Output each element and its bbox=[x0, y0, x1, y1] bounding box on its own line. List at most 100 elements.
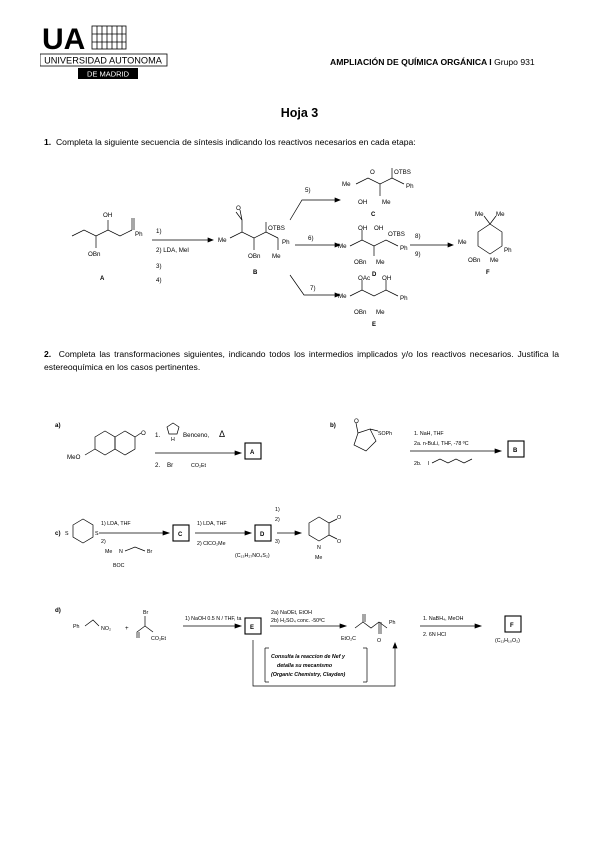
svg-text:OH: OH bbox=[358, 199, 367, 206]
svg-text:OTBS: OTBS bbox=[388, 231, 405, 238]
svg-text:2): 2) bbox=[275, 517, 280, 523]
svg-text:OAc: OAc bbox=[358, 275, 370, 282]
svg-text:2) LDA, MeI: 2) LDA, MeI bbox=[156, 247, 189, 254]
svg-text:S: S bbox=[95, 531, 99, 537]
svg-text:Me: Me bbox=[272, 253, 281, 260]
box-d: D bbox=[260, 532, 265, 538]
svg-text:9): 9) bbox=[415, 251, 421, 258]
compound-c-label: C bbox=[371, 212, 376, 218]
svg-text:CO₂Et: CO₂Et bbox=[151, 636, 167, 642]
page-title: Hoja 3 bbox=[280, 106, 319, 120]
scheme-2d: d) Ph NO₂ + Br CO₂Et 1) NaOH 0.5 N / THF… bbox=[55, 607, 522, 687]
svg-text:c): c) bbox=[55, 530, 61, 537]
svg-text:7): 7) bbox=[310, 285, 316, 292]
svg-text:Me: Me bbox=[218, 237, 227, 244]
box-e: E bbox=[250, 625, 254, 631]
logo-name: UNIVERSIDAD AUTONOMA bbox=[44, 56, 163, 66]
question-1: 1. Completa la siguiente secuencia de sí… bbox=[44, 136, 564, 149]
svg-text:N: N bbox=[119, 549, 123, 555]
compound-a-label: A bbox=[100, 276, 105, 282]
svg-text:EtO₂C: EtO₂C bbox=[341, 636, 356, 642]
svg-text:CO₂Et: CO₂Et bbox=[191, 463, 207, 469]
course-name: AMPLIACIÓN DE QUÍMICA ORGÁNICA I bbox=[330, 57, 492, 67]
svg-text:Me: Me bbox=[490, 257, 499, 264]
svg-text:Ph: Ph bbox=[406, 183, 414, 190]
svg-text:Ph: Ph bbox=[400, 245, 408, 252]
svg-text:Me: Me bbox=[496, 211, 505, 218]
svg-text:1. NaBH₄, MeOH: 1. NaBH₄, MeOH bbox=[423, 616, 464, 622]
svg-text:Consulta la reaccion de Nef y: Consulta la reaccion de Nef y bbox=[271, 654, 346, 660]
svg-text:Me: Me bbox=[376, 309, 385, 316]
svg-text:8): 8) bbox=[415, 233, 421, 240]
logo-ua: UA bbox=[42, 23, 85, 56]
svg-text:Ph: Ph bbox=[282, 239, 290, 246]
compound-f-label: F bbox=[486, 270, 490, 276]
svg-text:O: O bbox=[370, 169, 375, 176]
svg-text:1): 1) bbox=[275, 507, 280, 513]
svg-text:O: O bbox=[141, 430, 146, 437]
svg-text:BOC: BOC bbox=[113, 563, 125, 569]
compound-b-structure bbox=[229, 209, 279, 250]
svg-text:2b.: 2b. bbox=[414, 461, 421, 467]
scheme-2c: c) S S 1) LDA, THF 2) Me N Br BOC C 1) L… bbox=[55, 507, 341, 569]
svg-text:N: N bbox=[317, 545, 321, 551]
scheme-2a: a) O MeO 1. H Benceno, Δ 2. Br CO₂Et A bbox=[55, 422, 262, 469]
course-title: AMPLIACIÓN DE QUÍMICA ORGÁNICA I Grupo 9… bbox=[330, 57, 535, 67]
svg-text:2.: 2. bbox=[155, 462, 160, 469]
svg-text:3): 3) bbox=[156, 263, 162, 270]
box-b: B bbox=[513, 448, 518, 454]
svg-text:Me: Me bbox=[458, 239, 467, 246]
svg-text:Benceno,: Benceno, bbox=[183, 432, 209, 439]
svg-text:OH: OH bbox=[103, 212, 112, 219]
svg-text:3): 3) bbox=[275, 539, 280, 545]
svg-text:1) LDA, THF: 1) LDA, THF bbox=[197, 521, 227, 527]
svg-text:OH: OH bbox=[382, 275, 391, 282]
scheme-1: OH Ph OBn A 1) 2) LDA, MeI 3) 4) O Me OT… bbox=[71, 168, 512, 328]
svg-text:1) LDA, THF: 1) LDA, THF bbox=[101, 521, 131, 527]
compound-d-label: D bbox=[372, 272, 377, 278]
svg-text:Me: Me bbox=[105, 549, 112, 555]
box-c: C bbox=[178, 532, 183, 538]
box-a: A bbox=[250, 450, 255, 456]
svg-text:Me: Me bbox=[376, 259, 385, 266]
svg-text:2a. n-BuLi, THF, -78 ºC: 2a. n-BuLi, THF, -78 ºC bbox=[414, 441, 469, 447]
svg-text:Me: Me bbox=[338, 243, 347, 250]
svg-text:O: O bbox=[236, 205, 241, 212]
svg-text:(C₁₃H₂₇NO₄S₂): (C₁₃H₂₇NO₄S₂) bbox=[235, 553, 270, 559]
svg-text:5): 5) bbox=[305, 187, 311, 194]
svg-text:I: I bbox=[428, 461, 429, 467]
svg-text:(Organic Chemistry, Clayden): (Organic Chemistry, Clayden) bbox=[271, 672, 346, 678]
svg-text:Me: Me bbox=[342, 181, 351, 188]
svg-text:d): d) bbox=[55, 607, 61, 614]
svg-text:OTBS: OTBS bbox=[394, 169, 411, 176]
svg-text:OTBS: OTBS bbox=[268, 225, 285, 232]
logo-tower-icon bbox=[91, 25, 127, 50]
svg-text:2): 2) bbox=[101, 539, 106, 545]
compound-b-label: B bbox=[253, 270, 258, 276]
box-f: F bbox=[510, 623, 514, 629]
svg-text:O: O bbox=[337, 515, 341, 521]
svg-text:Δ: Δ bbox=[219, 429, 225, 439]
question-2-text: Completa las transformaciones siguientes… bbox=[44, 349, 559, 372]
svg-text:1. NaH, THF: 1. NaH, THF bbox=[414, 431, 444, 437]
svg-text:NO₂: NO₂ bbox=[101, 626, 111, 632]
svg-text:OH: OH bbox=[374, 225, 383, 232]
svg-text:Ph: Ph bbox=[504, 247, 512, 254]
svg-text:1) NaOH 0.5 N / THF, ta: 1) NaOH 0.5 N / THF, ta bbox=[185, 616, 241, 622]
svg-text:Br: Br bbox=[147, 549, 153, 555]
logo-city: DE MADRID bbox=[87, 70, 130, 79]
svg-text:4): 4) bbox=[156, 277, 162, 284]
svg-text:detalla su mecanismo: detalla su mecanismo bbox=[277, 663, 333, 669]
question-1-text: Completa la siguiente secuencia de sínte… bbox=[55, 137, 416, 147]
svg-text:OBn: OBn bbox=[354, 309, 367, 316]
svg-text:OBn: OBn bbox=[468, 257, 481, 264]
svg-text:Me: Me bbox=[338, 293, 347, 300]
svg-text:O: O bbox=[377, 638, 381, 644]
svg-text:1): 1) bbox=[156, 228, 162, 235]
question-2: 2. Completa las transformaciones siguien… bbox=[44, 348, 559, 374]
svg-text:OBn: OBn bbox=[88, 251, 101, 258]
compound-a-structure bbox=[71, 218, 135, 248]
compound-e-label: E bbox=[372, 322, 376, 328]
svg-text:OBn: OBn bbox=[248, 253, 261, 260]
svg-text:OH: OH bbox=[358, 225, 367, 232]
